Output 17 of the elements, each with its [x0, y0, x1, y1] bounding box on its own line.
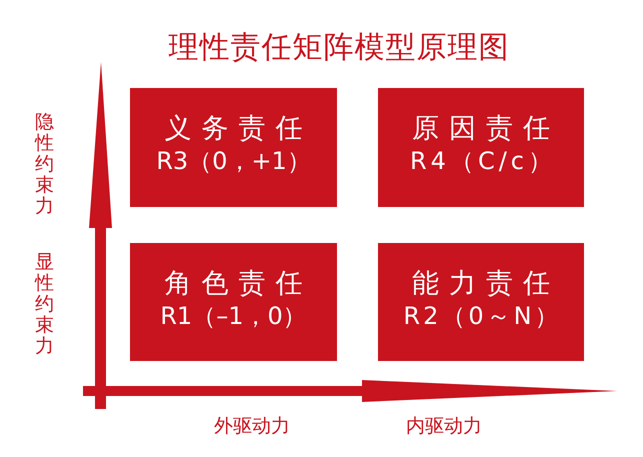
quadrant-code: R3（0，+1）: [156, 146, 311, 178]
diagram-title: 理性责任矩阵模型原理图: [168, 30, 510, 66]
axis-label: 显性约束力: [35, 252, 54, 356]
quadrant-title: 能力责任: [411, 266, 560, 301]
quadrant-panel: [378, 88, 584, 207]
quadrant-panel: [130, 243, 337, 361]
quadrant-panel: [378, 243, 584, 361]
quadrant-title: 义务责任: [164, 112, 312, 146]
axis-label: 隐性约束力: [35, 112, 54, 216]
quadrant-panel: [130, 88, 337, 207]
axis-label: 内驱动力: [406, 415, 482, 438]
quadrant-code: R1（–1，0）: [160, 300, 307, 332]
quadrant-title: 角色责任: [164, 266, 312, 301]
quadrant-code: R2（0～N）: [402, 300, 562, 332]
quadrant-title: 原因责任: [411, 112, 560, 146]
quadrant-code: R4（C/c）: [409, 146, 556, 178]
axis-label: 外驱动力: [214, 415, 290, 438]
